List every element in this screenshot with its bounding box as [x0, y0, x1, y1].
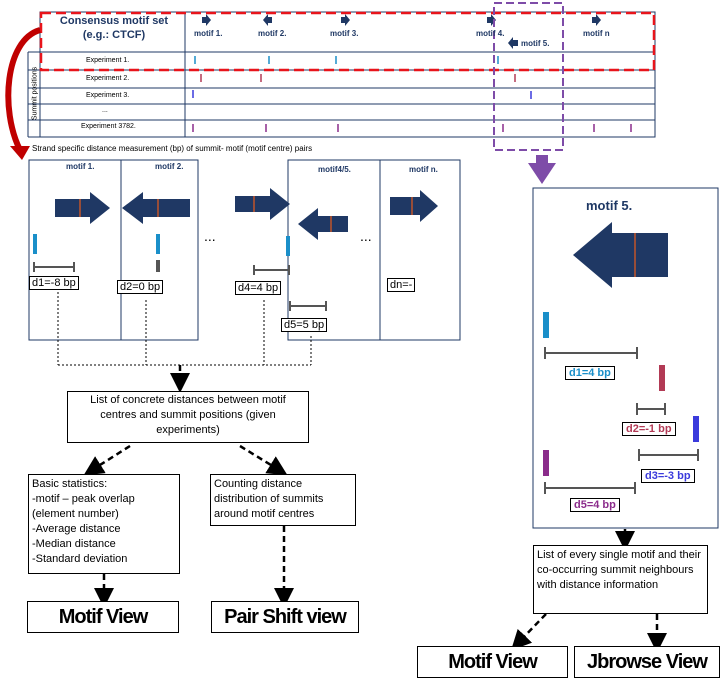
summit-bar-d2b [156, 260, 160, 272]
label-dn: dn=- [387, 278, 416, 292]
stats-item-3: -Average distance [32, 523, 121, 535]
stats-item-4: -Median distance [32, 538, 116, 550]
motif-view-left: Motif View [27, 601, 179, 633]
panel-motif1 [28, 159, 122, 341]
stats-box: Basic statistics: -motif – peak overlap … [28, 474, 180, 574]
header-label-motif5: motif 5. [521, 39, 550, 48]
label-d2: d2=0 bp [117, 280, 164, 294]
header-label-motif2: motif 2. [258, 29, 287, 38]
big-arrow-motif5-small [298, 208, 348, 240]
experiment-label-last: Experiment 3782. [81, 123, 136, 130]
panel-label-motifn: motif n. [409, 165, 438, 174]
consensus-title: Consensus motif set (e.g.: CTCF) [44, 14, 184, 42]
list-box: List of concrete distances between motif… [67, 391, 309, 443]
header-motif-arrows [202, 14, 601, 49]
strand-caption: Strand specific distance measurement (bp… [32, 144, 313, 153]
arrow-motif3 [341, 14, 350, 26]
summit-ticks [192, 56, 632, 132]
red-curve-arrow [5, 27, 42, 152]
header-label-motif1: motif 1. [194, 29, 223, 38]
jbrowse-view: Jbrowse View [574, 646, 720, 678]
counting-box: Counting distance distribution of summit… [210, 474, 356, 526]
purple-down-arrow [528, 155, 556, 184]
motif5-detail-title: motif 5. [586, 198, 633, 213]
m5-bar-crimson [659, 365, 665, 391]
stats-item-1: -motif – peak overlap [32, 493, 135, 505]
label-d4: d4=4 bp [235, 281, 282, 295]
m5-label-d5: d5=4 bp [570, 498, 620, 512]
m5-label-d2: d2=-1 bp [622, 422, 676, 436]
consensus-title-line1: Consensus motif set [59, 15, 169, 27]
m5-label-d3: d3=-3 bp [641, 469, 695, 483]
arrow-motif4 [487, 14, 496, 26]
panel-label-motif2: motif 2. [155, 162, 184, 171]
stats-title: Basic statistics: [32, 478, 108, 490]
label-d1: d1=-8 bp [29, 276, 79, 290]
ellipsis-right: ... [360, 228, 372, 244]
header-label-motif3: motif 3. [330, 29, 359, 38]
experiment-label-ellipsis: ... [102, 107, 108, 114]
experiment-label-3: Experiment 3. [86, 92, 130, 99]
header-label-motif4: motif 4. [476, 29, 505, 38]
arrow-motif2 [263, 14, 272, 26]
big-arrow-motif5-detail [573, 222, 668, 288]
label-d5: d5=5 bp [281, 318, 328, 332]
summit-bar-d4 [286, 236, 290, 256]
stats-item-5: -Standard deviation [32, 553, 128, 565]
big-arrow-motif2 [122, 192, 190, 224]
summit-positions-label: Summit positions [31, 66, 39, 121]
single-list-box: List of every single motif and their co-… [533, 545, 708, 614]
header-label-motifn: motif n [583, 29, 610, 38]
panel-label-motif45: motif4/5. [318, 165, 351, 174]
stats-item-2: (element number) [32, 508, 119, 520]
arrow-motifn [592, 14, 601, 26]
pair-shift-view: Pair Shift view [211, 601, 359, 633]
consensus-title-line2: (e.g.: CTCF) [82, 29, 146, 41]
summit-bar-d1 [33, 234, 37, 254]
m5-bar-blue [693, 416, 699, 442]
panel-motifn [379, 159, 461, 341]
experiment-label-2: Experiment 2. [86, 75, 130, 82]
big-arrow-motifn [390, 190, 438, 222]
summit-positions-label-wrap: Summit positions [29, 52, 40, 137]
motif-view-right: Motif View [417, 646, 568, 678]
experiment-label-1: Experiment 1. [86, 57, 130, 64]
big-arrow-motif1 [55, 192, 110, 224]
m5-bar-teal [543, 312, 549, 338]
big-arrow-motif4 [235, 188, 290, 220]
arrow-motif1 [202, 14, 211, 26]
consensus-highlight [39, 11, 656, 72]
panel-label-motif1: motif 1. [66, 162, 95, 171]
m5-label-d1: d1=4 bp [565, 366, 615, 380]
summit-bar-d2 [156, 234, 160, 254]
motif5-highlight [493, 2, 564, 151]
m5-bar-magenta [543, 450, 549, 476]
arrow-motif5 [508, 37, 518, 49]
ellipsis-left: ... [204, 228, 216, 244]
